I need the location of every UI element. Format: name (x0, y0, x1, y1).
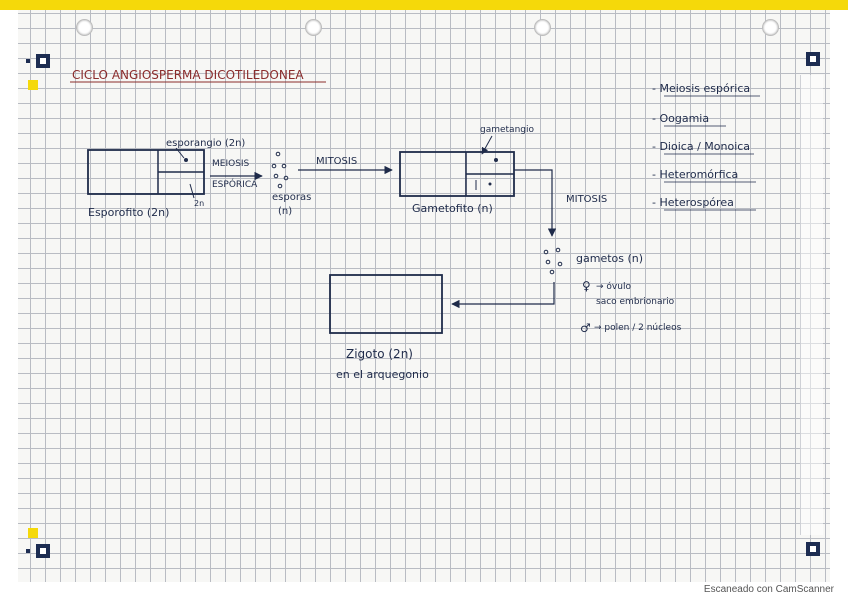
mitosis-arrow-2 (514, 169, 557, 237)
marker-dot (26, 549, 30, 553)
corner-marker-icon (806, 52, 820, 66)
pollen-label: → polen / 2 núcleos (594, 323, 682, 333)
yellow-square-icon (28, 528, 38, 538)
ovule-label: → óvulo (596, 281, 631, 292)
mitosis-label-2: MITOSIS (566, 194, 607, 205)
spores-label: esporas (272, 192, 311, 203)
zygote-label: Zigoto (2n) (346, 347, 413, 361)
binder-hole (76, 19, 93, 36)
grid-paper-sheet (18, 10, 830, 582)
gametangium-arrow (481, 135, 493, 155)
sporangium-label: esporangio (2n) (166, 138, 245, 149)
spores-dots (271, 151, 289, 189)
spores-ploidy-label: (n) (278, 206, 292, 217)
sporophyte-box (87, 147, 205, 199)
female-symbol: ♀ (582, 279, 591, 293)
binder-hole (534, 19, 551, 36)
gametangium-label: gametangio (480, 125, 534, 135)
feature-item: - Meiosis espórica (652, 82, 750, 95)
zygote-box (329, 274, 443, 334)
feature-item: - Oogamia (652, 112, 709, 125)
binder-hole (305, 19, 322, 36)
sporophyte-label: Esporofito (2n) (88, 206, 169, 219)
gametophyte-box (399, 151, 515, 197)
male-symbol: ♂ (580, 321, 591, 335)
yellow-square-icon (28, 80, 38, 90)
sporic-label: ESPÓRICA (212, 178, 258, 190)
gametes-dots (543, 247, 563, 275)
scanner-watermark: Escaneado con CamScanner (703, 584, 834, 595)
corner-marker-icon (36, 544, 50, 558)
fertilization-arrow (451, 282, 555, 309)
binder-hole (762, 19, 779, 36)
archegonium-label: en el arquegonio (336, 368, 429, 381)
gametes-label: gametos (n) (576, 252, 643, 265)
feature-item: - Dioica / Monoica (652, 140, 750, 153)
page-title: CICLO ANGIOSPERMA DICOTILEDONEA (72, 68, 304, 82)
two-n-small-label: 2n (194, 199, 204, 208)
top-yellow-bar (0, 0, 848, 10)
scrollbar[interactable] (800, 75, 823, 535)
meiosis-label: MEIOSIS (212, 159, 250, 169)
feature-item: - Heteromórfica (652, 168, 738, 181)
marker-dot (26, 59, 30, 63)
corner-marker-icon (36, 54, 50, 68)
gametophyte-label: Gametofito (n) (412, 202, 493, 215)
embryo-sac-label: saco embrionario (596, 297, 675, 307)
feature-item: - Heterospórea (652, 196, 734, 209)
mitosis-label-1: MITOSIS (316, 156, 357, 167)
corner-marker-icon (806, 542, 820, 556)
